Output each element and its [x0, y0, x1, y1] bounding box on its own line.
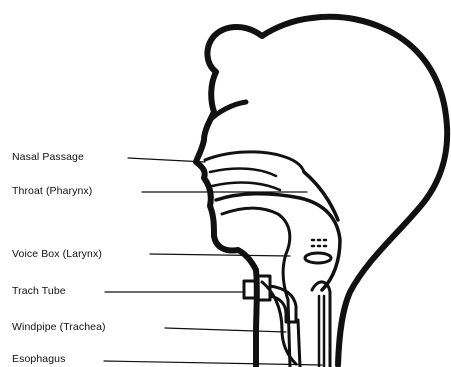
larynx-oval — [305, 253, 331, 263]
trach-tube-cannula — [270, 286, 296, 322]
voice-box-label: Voice Box (Larynx) — [12, 248, 102, 260]
nasal-cavity-fold-2 — [212, 183, 280, 190]
nasal-passage-leader — [128, 158, 205, 162]
windpipe-leader — [165, 328, 286, 332]
voice-box-leader — [150, 254, 290, 256]
trach-tube-label: Trach Tube — [12, 285, 66, 297]
tongue-palate — [216, 194, 340, 290]
larynx-dashes — [312, 240, 326, 246]
esophagus-tube — [312, 282, 330, 367]
nasal-cavity-fold-1 — [210, 169, 276, 176]
windpipe-label: Windpipe (Trachea) — [12, 321, 106, 333]
pharynx-wall — [304, 172, 338, 220]
throat-label: Throat (Pharynx) — [12, 185, 92, 197]
nasal-passage-label: Nasal Passage — [12, 151, 84, 163]
esophagus-inner — [319, 296, 324, 367]
esophagus-label: Esophagus — [12, 353, 65, 365]
